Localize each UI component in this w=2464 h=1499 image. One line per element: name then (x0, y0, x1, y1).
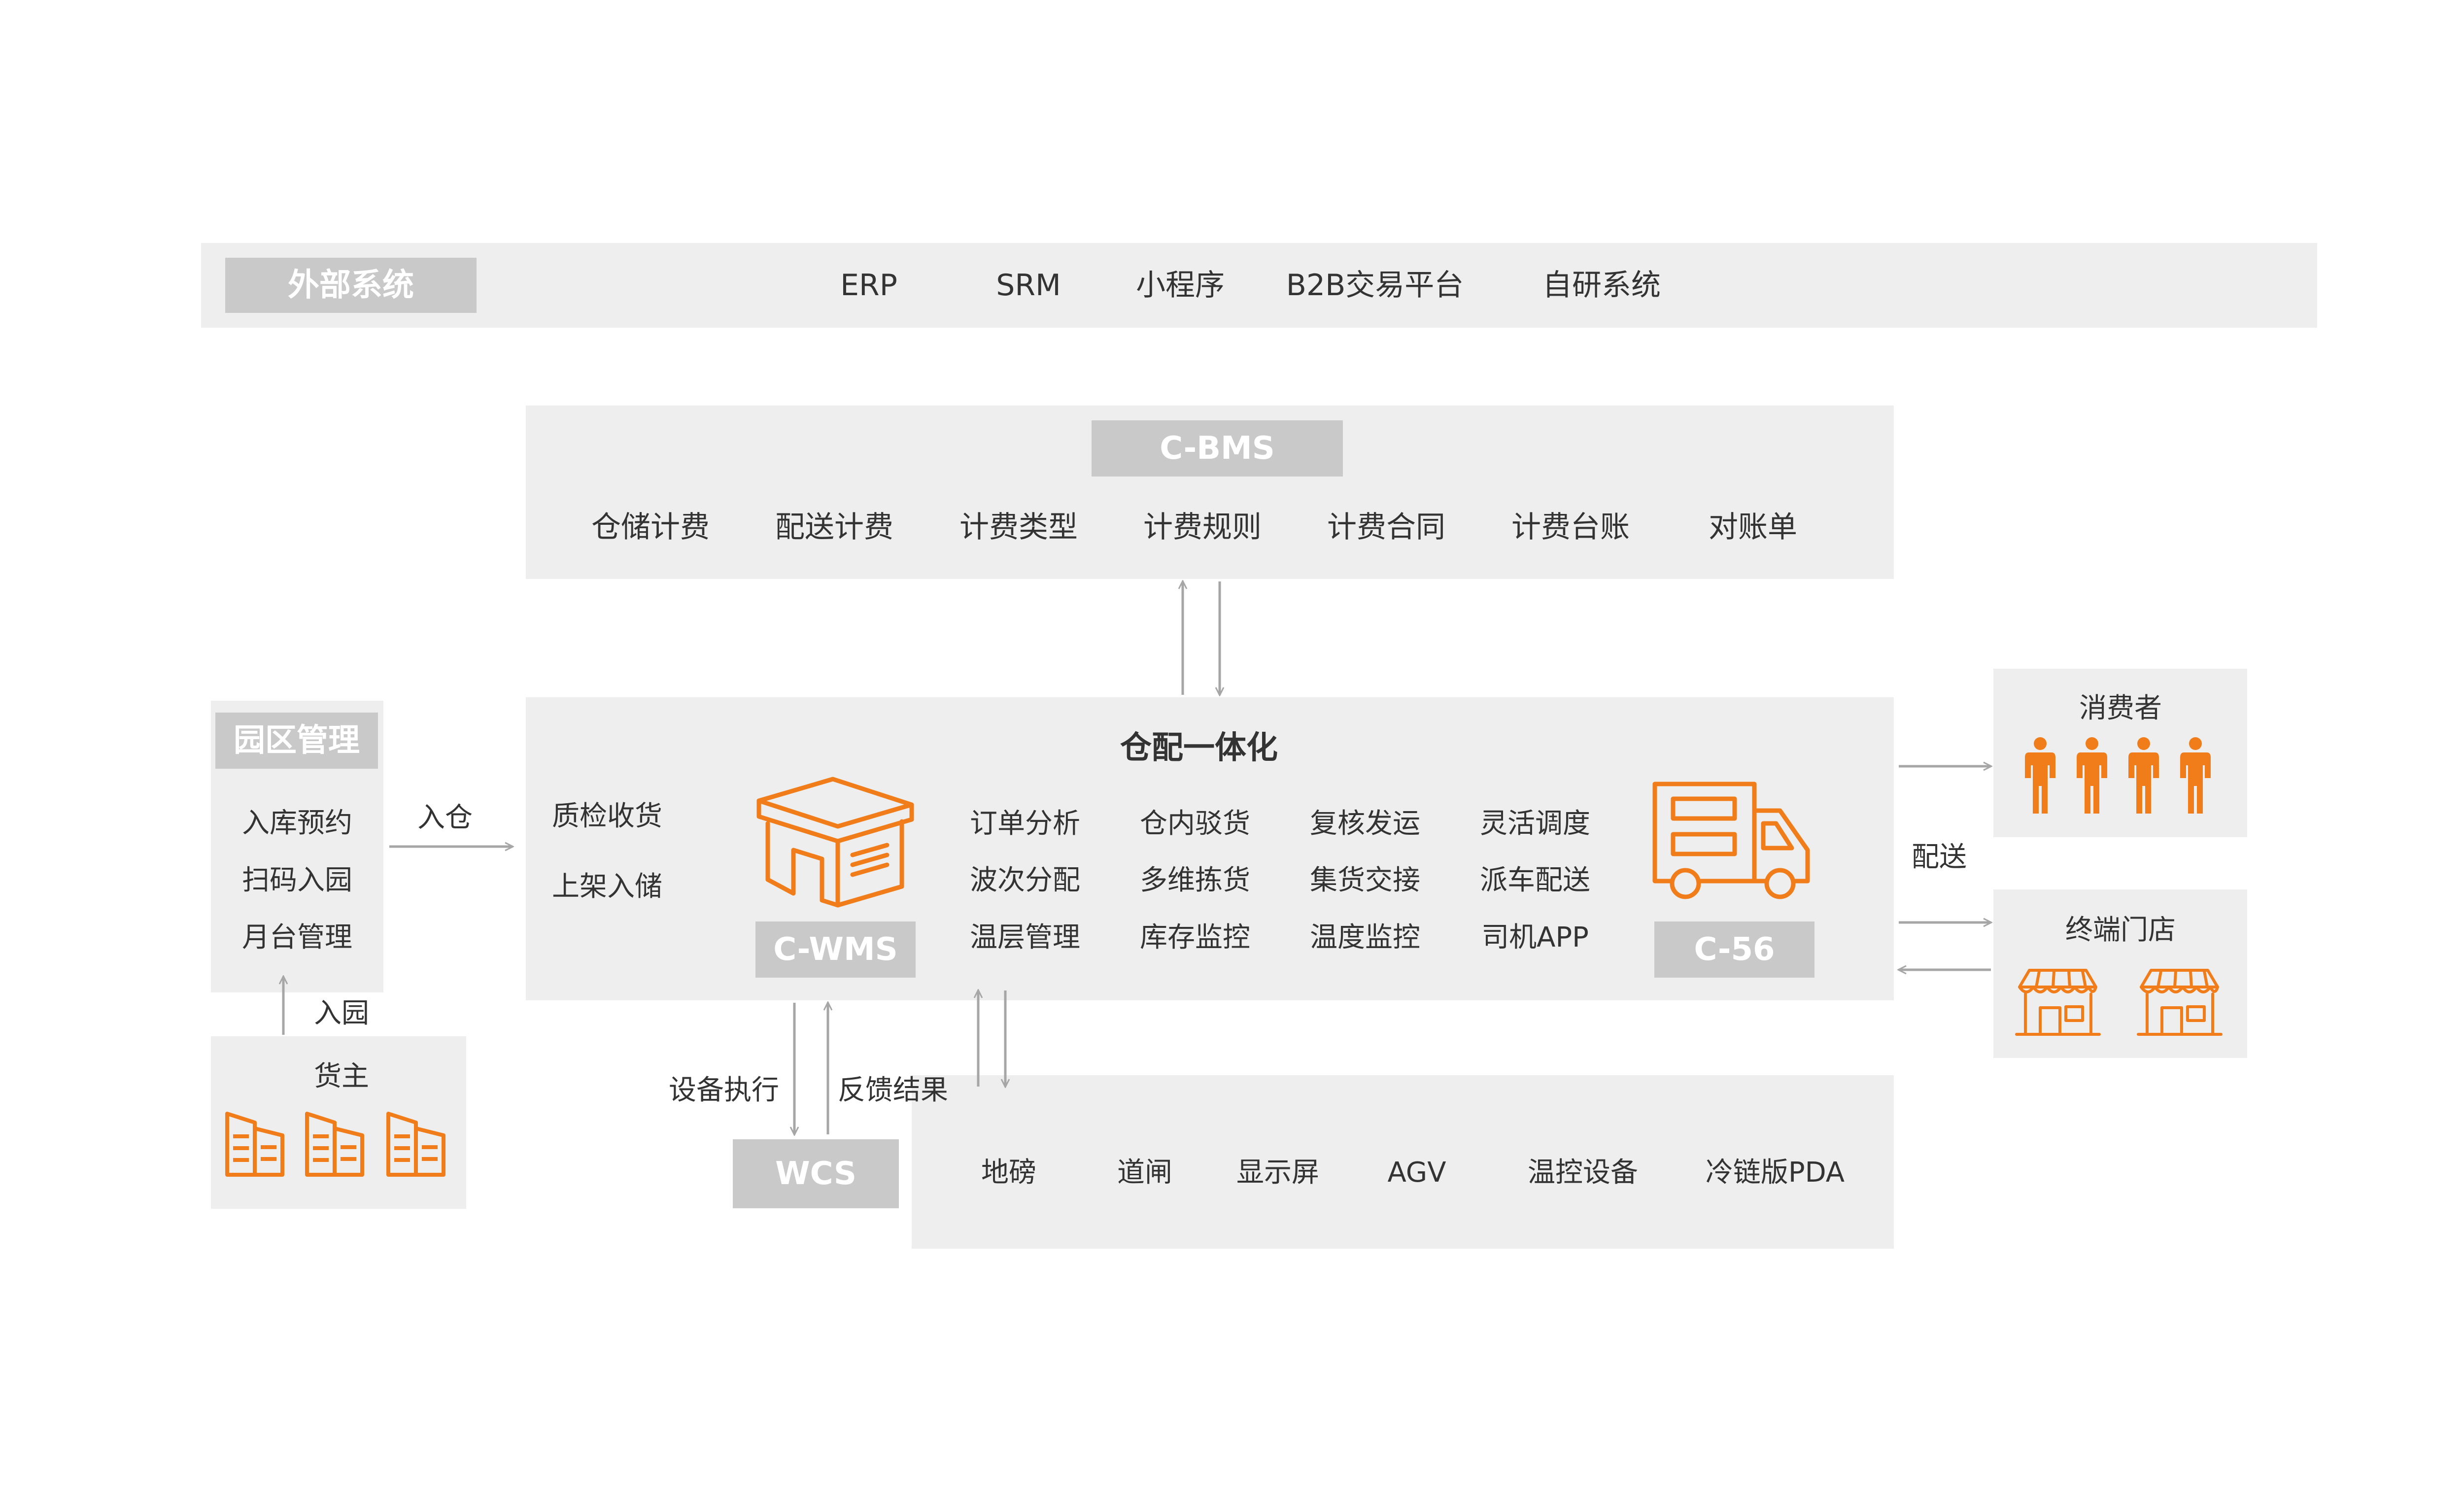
bms-item-delivery-billing: 配送计费 (775, 510, 893, 545)
main-title: 仓配一体化 (1120, 730, 1278, 766)
devices-panel (912, 1075, 1894, 1249)
main-item-qc-receiving: 质检收货 (552, 800, 662, 832)
grid-item-inventory-monitor: 库存监控 (1140, 921, 1250, 954)
bms-item-billing-ledger: 计费台账 (1511, 510, 1630, 545)
c56-tag: C-56 (1654, 921, 1814, 978)
external-item-mini-program: 小程序 (1136, 268, 1225, 303)
bms-tag: C-BMS (1092, 420, 1343, 477)
bms-item-billing-rules: 计费规则 (1143, 510, 1262, 545)
warehouse-icon (756, 777, 914, 908)
device-item-display-screen: 显示屏 (1236, 1157, 1319, 1189)
building-icon (305, 1112, 364, 1177)
bms-item-storage-billing: 仓储计费 (591, 510, 710, 545)
external-item-srm: SRM (996, 268, 1061, 303)
store-title: 终端门店 (2065, 914, 2176, 946)
person-icon (2077, 737, 2107, 814)
grid-item-review-shipping: 复核发运 (1310, 808, 1420, 840)
external-systems-bar (201, 243, 2317, 328)
truck-icon (1652, 782, 1810, 899)
grid-item-driver-app: 司机APP (1481, 921, 1589, 954)
wms-tag: C-WMS (755, 921, 916, 978)
label-into-park: 入园 (314, 997, 369, 1029)
storefront-icon (2137, 969, 2223, 1036)
building-icon (225, 1112, 284, 1177)
external-item-inhouse-system: 自研系统 (1542, 268, 1661, 303)
bms-item-statement: 对账单 (1709, 510, 1797, 545)
grid-item-order-analysis: 订单分析 (970, 808, 1080, 840)
main-item-putaway: 上架入储 (552, 871, 662, 903)
device-item-temp-control: 温控设备 (1528, 1157, 1638, 1189)
park-item-inbound-booking: 入库预约 (242, 807, 352, 839)
park-item-dock-management: 月台管理 (242, 921, 352, 954)
grid-item-temperature-zone: 温层管理 (970, 921, 1080, 954)
consumer-title: 消费者 (2079, 692, 2162, 724)
owner-title: 货主 (314, 1060, 369, 1092)
device-item-coldchain-pda: 冷链版PDA (1705, 1157, 1845, 1189)
person-icon (2180, 737, 2211, 814)
grid-item-wave-allocation: 波次分配 (970, 864, 1080, 896)
person-icon (2025, 737, 2055, 814)
external-systems-tag: 外部系统 (225, 258, 477, 313)
label-device-exec: 设备执行 (669, 1074, 779, 1106)
device-item-weighbridge: 地磅 (981, 1157, 1036, 1189)
building-icon (386, 1112, 445, 1177)
grid-item-in-warehouse-transfer: 仓内驳货 (1140, 808, 1250, 840)
label-feedback: 反馈结果 (838, 1074, 948, 1106)
bms-item-billing-type: 计费类型 (959, 510, 1078, 545)
device-item-agv: AGV (1387, 1157, 1446, 1189)
person-icon (2128, 737, 2159, 814)
wcs-tag: WCS (733, 1139, 899, 1208)
grid-item-flexible-dispatch: 灵活调度 (1480, 808, 1590, 840)
label-delivery: 配送 (1912, 841, 1967, 873)
external-item-erp: ERP (840, 268, 897, 303)
park-tag: 园区管理 (215, 713, 378, 769)
park-item-scan-entry: 扫码入园 (242, 864, 352, 896)
storefront-icon (2015, 969, 2101, 1036)
device-item-barrier-gate: 道闸 (1117, 1157, 1172, 1189)
grid-item-temperature-monitor: 温度监控 (1310, 921, 1420, 954)
external-item-b2b-platform: B2B交易平台 (1286, 268, 1464, 303)
grid-item-consolidation-handover: 集货交接 (1310, 864, 1420, 896)
bms-item-billing-contract: 计费合同 (1327, 510, 1445, 545)
grid-item-vehicle-delivery: 派车配送 (1480, 864, 1590, 896)
grid-item-multi-picking: 多维拣货 (1140, 864, 1250, 896)
label-into-warehouse: 入仓 (417, 802, 473, 834)
